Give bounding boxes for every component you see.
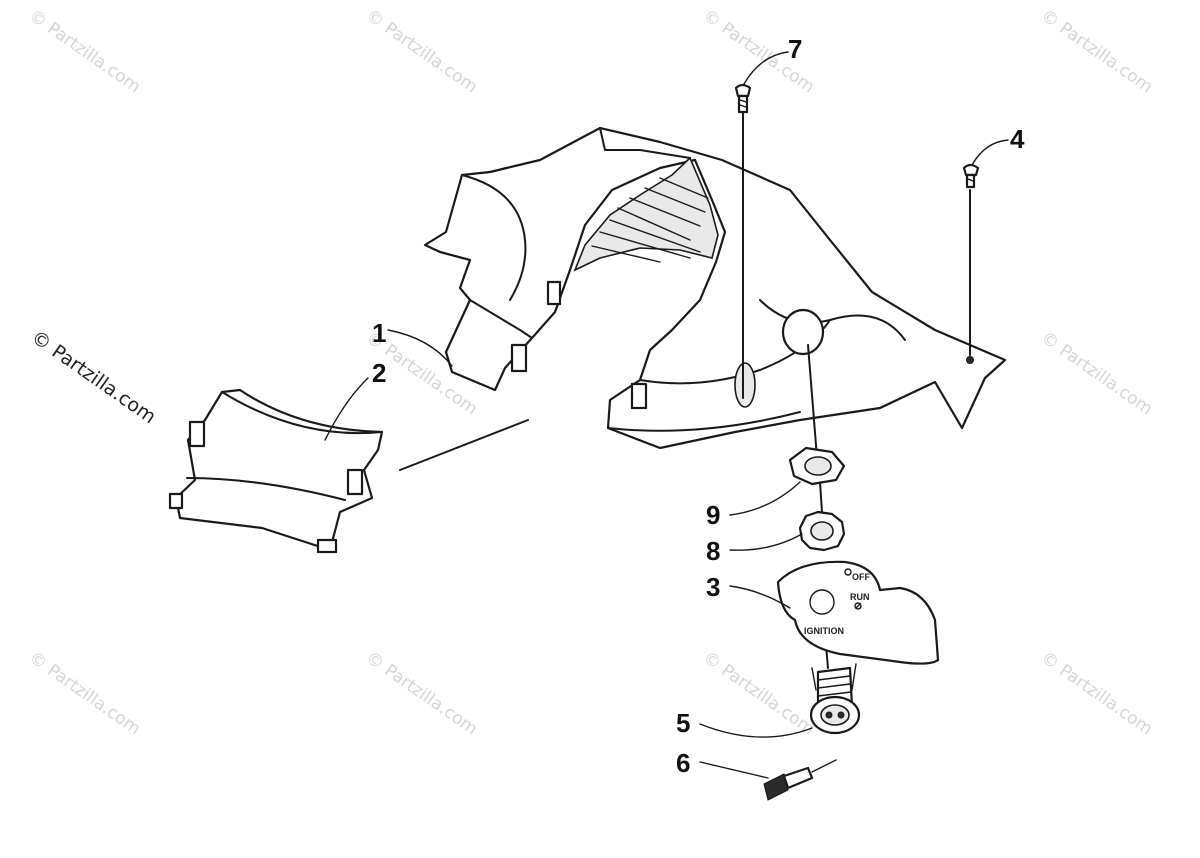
watermark-side: © Partzilla.com — [27, 326, 160, 428]
leader-line-2 — [324, 377, 369, 441]
callout-4: 4 — [1010, 124, 1025, 154]
callout-5: 5 — [676, 708, 690, 738]
leader-line-4 — [971, 139, 1009, 166]
watermark: © Partzilla.com — [362, 6, 481, 98]
leader-line-9 — [729, 481, 801, 516]
part-9-hex-nut — [788, 446, 846, 486]
leader-line-7 — [743, 51, 789, 85]
decal-run-label: RUN — [850, 592, 870, 602]
leader-line-8 — [729, 533, 803, 551]
tab — [546, 280, 562, 306]
watermark: © Partzilla.com — [25, 6, 144, 98]
watermark: © Partzilla.com — [1037, 6, 1156, 98]
part-6-key — [763, 759, 837, 801]
leader-line-5 — [699, 723, 813, 738]
decal-off-label: OFF — [852, 572, 870, 582]
alignment-line — [399, 419, 529, 471]
callout-7: 7 — [788, 34, 802, 64]
part-7-screw — [734, 83, 752, 399]
tab — [168, 492, 184, 510]
callout-labels: 1 2 3 4 5 6 7 8 9 — [372, 34, 1025, 778]
watermark: © Partzilla.com — [1037, 328, 1156, 420]
console-hatching — [591, 177, 709, 263]
callout-3: 3 — [706, 572, 720, 602]
part-5-ignition-switch — [809, 663, 861, 735]
part-4-screw — [962, 163, 980, 356]
callout-1: 1 — [372, 318, 386, 348]
part-2-cover-panel — [168, 388, 384, 554]
tab — [188, 420, 206, 448]
part-8-lock-washer — [798, 510, 846, 552]
leader-lines — [324, 51, 1009, 779]
tab — [346, 468, 364, 496]
watermark: © Partzilla.com — [699, 648, 818, 740]
watermark: © Partzilla.com — [1037, 648, 1156, 740]
callout-6: 6 — [676, 748, 690, 778]
tab — [316, 538, 338, 554]
tab — [510, 343, 528, 373]
ignition-hole — [781, 308, 825, 356]
tab — [630, 382, 648, 410]
vent-slot — [734, 362, 756, 408]
callout-8: 8 — [706, 536, 720, 566]
watermark: © Partzilla.com — [362, 648, 481, 740]
part-3-ignition-decal: OFF RUN IGNITION — [776, 560, 940, 665]
callout-9: 9 — [706, 500, 720, 530]
part-1-console-housing — [423, 126, 1007, 450]
leader-line-1 — [387, 329, 453, 367]
watermark: © Partzilla.com — [25, 648, 144, 740]
leader-line-6 — [699, 761, 769, 779]
ignition-axis-line — [819, 481, 823, 513]
callout-2: 2 — [372, 358, 386, 388]
screw-hole — [966, 356, 974, 364]
leader-line-3 — [729, 585, 791, 609]
decal-ignition-label: IGNITION — [804, 626, 844, 636]
